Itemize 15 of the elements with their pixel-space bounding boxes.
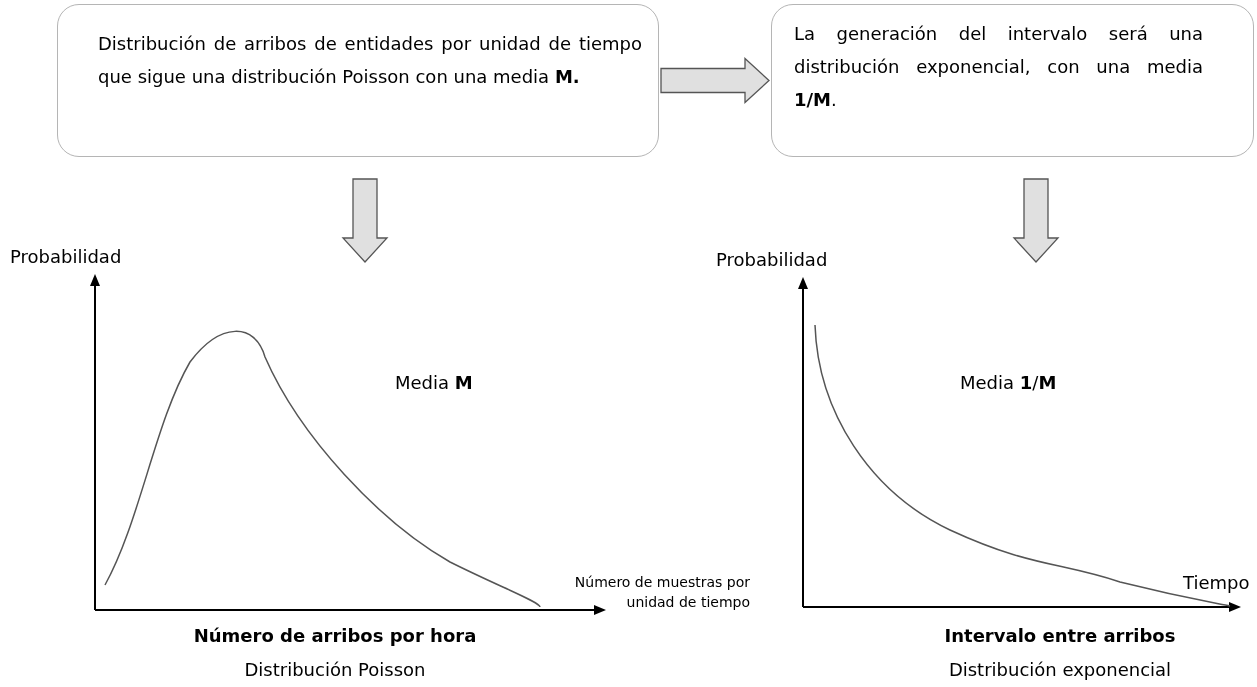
chart-subtitle: Distribución exponencial bbox=[947, 658, 1173, 682]
block-arrow bbox=[660, 57, 770, 104]
chart-title: Intervalo entre arribos bbox=[943, 624, 1177, 648]
chart-title: Número de arribos por hora bbox=[192, 624, 478, 648]
axis-label: Número de muestras por unidad de tiempo bbox=[573, 573, 750, 612]
axis-label: Tiempo bbox=[1183, 571, 1250, 595]
text-box: La generación del intervalo será una distribución exponencial, con una media 1/M. bbox=[771, 4, 1254, 157]
axis-label: Probabilidad bbox=[716, 248, 828, 272]
mean-label: Media M bbox=[395, 371, 473, 395]
axis-label: Probabilidad bbox=[10, 245, 122, 269]
mean-label: Media 1/M bbox=[960, 371, 1057, 395]
text-box: Distribución de arribos de entidades por unidad de tiempo que sigue una distribución Poisson con una media M. bbox=[57, 4, 659, 157]
block-arrow bbox=[1012, 178, 1060, 263]
block-arrow bbox=[341, 178, 389, 263]
chart-subtitle: Distribución Poisson bbox=[243, 658, 427, 682]
